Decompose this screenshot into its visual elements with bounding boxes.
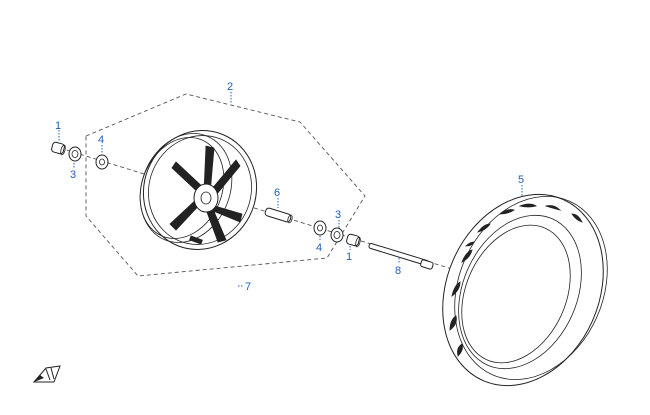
front-direction-arrow-icon xyxy=(32,365,61,383)
callout-5: 5 xyxy=(518,174,524,186)
callout-1-left: 1 xyxy=(55,120,61,132)
callout-8: 8 xyxy=(395,265,401,277)
callout-4-right: 4 xyxy=(316,242,322,254)
front-rim xyxy=(139,130,258,250)
tire-tread xyxy=(449,203,583,357)
bearing-right xyxy=(313,220,327,236)
callout-3-left: 3 xyxy=(70,169,76,181)
bushing-right xyxy=(346,233,361,248)
front-tire xyxy=(442,193,608,387)
bushing-left xyxy=(51,141,66,156)
bearing-left xyxy=(95,154,109,170)
callout-1-right: 1 xyxy=(346,251,352,263)
callout-7: 7 xyxy=(245,281,251,293)
oil-seal-right xyxy=(330,227,344,243)
front-axle xyxy=(368,243,434,270)
oil-seal-left xyxy=(68,146,82,162)
callout-6: 6 xyxy=(274,187,280,199)
wheel-assembly-boundary xyxy=(85,93,366,277)
callout-3-right: 3 xyxy=(335,209,341,221)
callout-2: 2 xyxy=(227,81,233,93)
spacer-collar xyxy=(264,207,293,224)
callout-4-left: 4 xyxy=(98,134,104,146)
